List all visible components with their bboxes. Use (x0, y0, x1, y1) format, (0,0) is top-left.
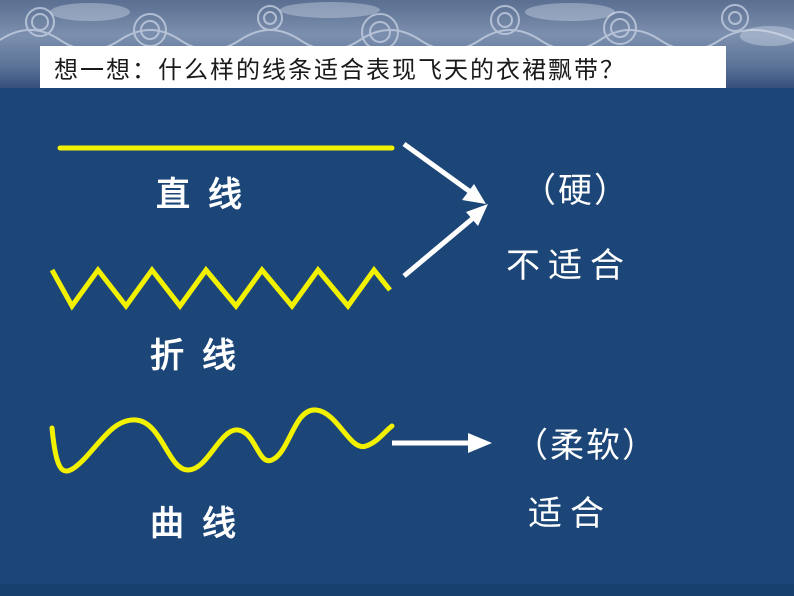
zigzag-line-label: 折线 (150, 336, 254, 376)
curved-line-label: 曲线 (150, 504, 254, 544)
hard-quality-text: （硬） (522, 171, 630, 211)
bottom-bar (0, 584, 794, 596)
cloud-pattern-decoration (0, 2, 794, 51)
soft-quality-text: （柔软） (514, 426, 658, 466)
soft-verdict-text: 适合 (528, 494, 612, 534)
curved-line-sample (49, 407, 395, 474)
arrow-curve-to-suitable (392, 433, 492, 453)
question-text: 想一想：什么样的线条适合表现飞天的衣裙飘带？ (54, 55, 626, 84)
hard-verdict-text: 不适合 (506, 246, 632, 286)
arrow-zigzag-to-unsuitable (402, 204, 488, 278)
straight-line-label: 直线 (156, 175, 260, 215)
zigzag-line-sample (49, 265, 392, 311)
question-box: 想一想：什么样的线条适合表现飞天的衣裙飘带？ (40, 46, 726, 88)
arrow-straight-to-unsuitable (402, 141, 486, 204)
